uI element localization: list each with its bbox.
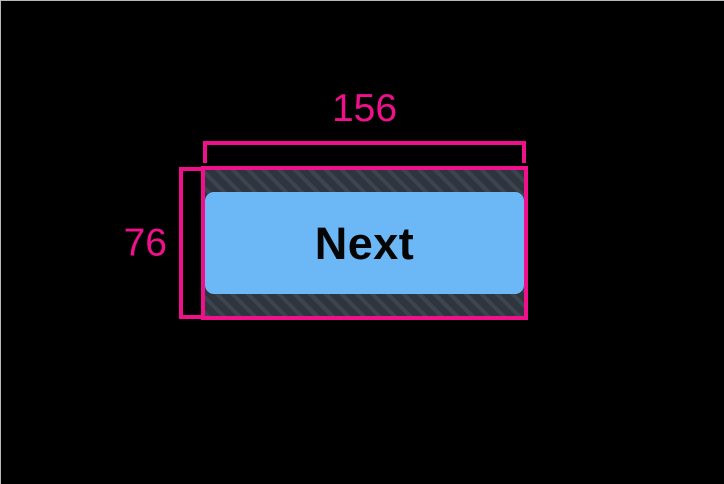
width-dimension-annotation: 156	[203, 89, 526, 163]
width-dimension-label: 156	[331, 87, 398, 130]
height-dimension-label: 76	[123, 221, 167, 265]
height-dimension-bracket	[179, 167, 201, 319]
element-padding-hatch: Next	[205, 170, 524, 316]
next-button[interactable]: Next	[205, 192, 524, 294]
measured-element-highlight: Next	[201, 166, 528, 320]
width-dimension-bracket	[203, 141, 526, 163]
height-dimension-annotation: 76	[124, 167, 201, 319]
next-button-label: Next	[314, 217, 415, 269]
